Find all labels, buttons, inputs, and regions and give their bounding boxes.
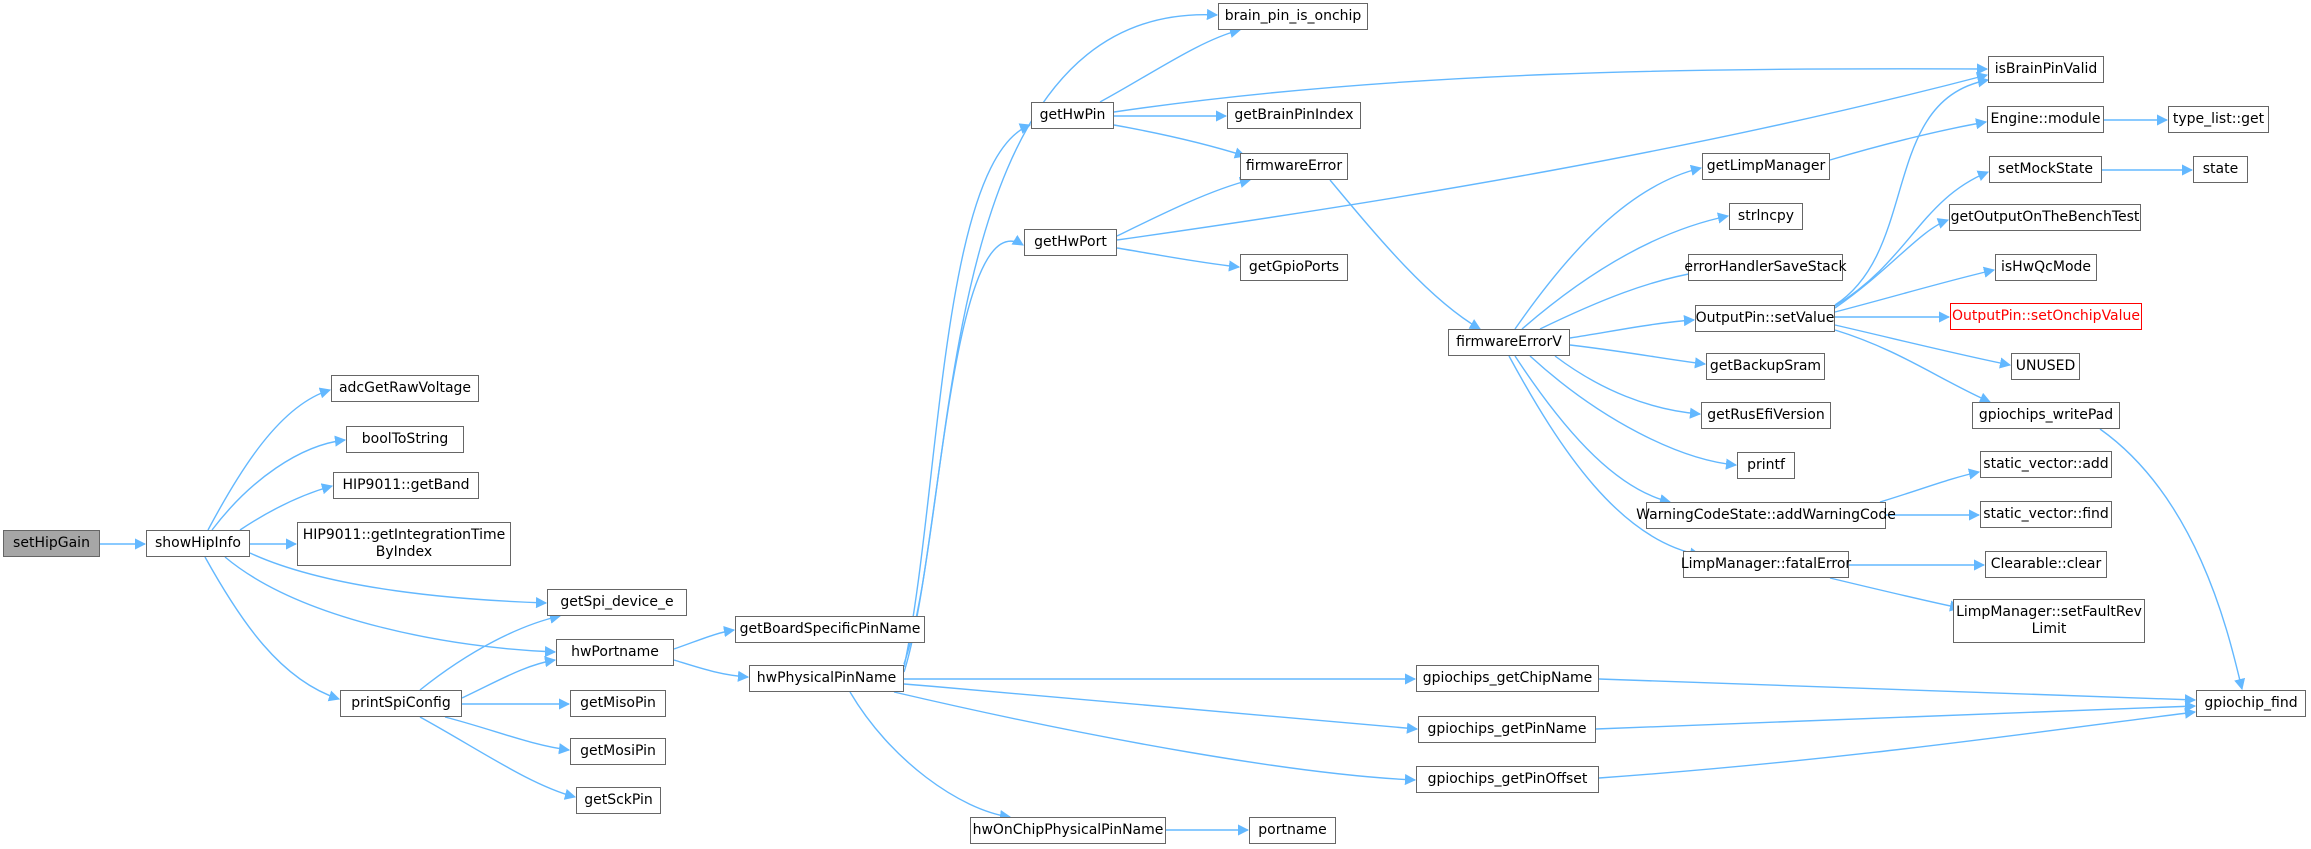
node-type_list-get[interactable]: type_list::get [2168,106,2269,133]
node-gpiochips_writePad[interactable]: gpiochips_writePad [1972,402,2120,429]
node-isHwQcMode[interactable]: isHwQcMode [1995,254,2097,281]
node-gpiochips_getChipName[interactable]: gpiochips_getChipName [1416,665,1599,692]
edge-addWarningCode-static_vector_add [1879,468,1981,503]
node-Clearable-clear[interactable]: Clearable::clear [1985,551,2107,578]
node-state[interactable]: state [2193,156,2248,183]
edge-hwPortname-getBoardSpecificPinName [673,626,736,650]
node-getMisoPin[interactable]: getMisoPin [570,690,666,717]
node-firmwareError[interactable]: firmwareError [1240,153,1348,180]
edge-hwPhysicalPinName-getHwPin [903,123,1032,668]
node-printSpiConfig[interactable]: printSpiConfig [340,690,462,717]
edge-firmwareError-firmwareErrorV [1329,179,1481,330]
edge-getHwPin-firmwareError [1113,124,1247,159]
node-firmwareErrorV[interactable]: firmwareErrorV [1448,329,1570,356]
node-adcGetRawVoltage[interactable]: adcGetRawVoltage [331,375,479,402]
edge-getHwPort-isBrainPinValid [1116,72,1989,241]
node-HIP9011-getBand[interactable]: HIP9011::getBand [333,472,479,499]
node-gpiochips_getPinName[interactable]: gpiochips_getPinName [1418,716,1596,743]
node-setMockState[interactable]: setMockState [1989,156,2102,183]
edge-hwPhysicalPinName-getHwPort [903,234,1024,673]
node-LimpManager-setFaultRevLimit[interactable]: LimpManager::setFaultRev Limit [1953,599,2145,643]
edge-OutputPin_setValue-isBrainPinValid [1834,76,1990,306]
node-HIP9011-getIntegrationTimeByIndex[interactable]: HIP9011::getIntegrationTime ByIndex [297,522,511,566]
edge-printSpiConfig-getMosiPin [444,716,571,755]
node-setHipGain: setHipGain [3,530,100,557]
node-hwPortname[interactable]: hwPortname [556,639,674,666]
node-portname[interactable]: portname [1249,817,1336,844]
edge-getPinOffset-gpiochip_find [1598,707,2197,779]
edge-firmwareErrorV-LimpManager_fatalError [1508,355,1702,559]
edge-showHipInfo-boolToString [211,435,347,531]
node-boolToString[interactable]: boolToString [346,426,464,453]
edge-firmwareErrorV-errorHandlerSaveStack [1539,268,1702,330]
edge-firmwareErrorV-addWarningCode [1514,355,1672,506]
edge-getHwPin-isBrainPinValid [1113,63,1989,113]
edge-getLimpManager-Engine_module [1829,118,1988,161]
node-OutputPin-setOnchipValue[interactable]: OutputPin::setOnchipValue [1950,303,2142,330]
node-getOutputOnTheBenchTest[interactable]: getOutputOnTheBenchTest [1949,204,2141,231]
edge-OutputPin_setValue-isHwQcMode [1834,266,1996,313]
edge-hwPhysicalPinName-gpiochips_getPinOffset [893,691,1417,786]
node-getHwPort[interactable]: getHwPort [1024,229,1117,256]
edge-printSpiConfig-hwPortname [461,656,557,699]
node-gpiochips_getPinOffset[interactable]: gpiochips_getPinOffset [1416,766,1599,793]
edge-OutputPin_setValue-setMockState [1834,170,1990,307]
edge-hwPhysicalPinName-hwOnChipPhysicalPinName [849,691,1012,822]
node-strlncpy[interactable]: strlncpy [1729,203,1803,230]
edge-showHipInfo-adcGetRawVoltage [207,387,332,531]
edge-getHwPort-getGpioPorts [1116,247,1241,272]
node-getBoardSpecificPinName[interactable]: getBoardSpecificPinName [735,616,925,643]
node-getSpi_device_e[interactable]: getSpi_device_e [547,589,687,616]
node-WarningCodeState-addWarningCode[interactable]: WarningCodeState::addWarningCode [1636,502,1896,529]
edge-OutputPin_setValue-UNUSED [1834,324,2012,369]
node-getRusEfiVersion[interactable]: getRusEfiVersion [1701,402,1831,429]
edge-getChipName-gpiochip_find [1598,678,2197,706]
edge-getHwPort-firmwareError [1116,177,1252,237]
edge-OutputPin_setValue-getOutputOnTheBenchTest [1834,218,1950,309]
node-hwPhysicalPinName[interactable]: hwPhysicalPinName [749,665,904,692]
edge-showHipInfo-hwPortname [224,556,557,658]
node-getMosiPin[interactable]: getMosiPin [570,738,666,765]
node-getHwPin[interactable]: getHwPin [1031,102,1114,129]
edge-fatalError-setFaultRevLimit [1829,577,1962,612]
node-showHipInfo[interactable]: showHipInfo [146,530,250,557]
node-getSckPin[interactable]: getSckPin [576,787,661,814]
edge-getHwPin-brain_pin_is_onchip [1099,27,1242,103]
node-getLimpManager[interactable]: getLimpManager [1702,153,1830,180]
node-static_vector-find[interactable]: static_vector::find [1980,501,2112,528]
edge-firmwareErrorV-strlncpy [1521,212,1730,330]
node-getBackupSram[interactable]: getBackupSram [1706,353,1825,380]
node-getBrainPinIndex[interactable]: getBrainPinIndex [1227,102,1361,129]
edge-OutputPin_setValue-gpiochips_writePad [1834,329,1992,404]
node-hwOnChipPhysicalPinName[interactable]: hwOnChipPhysicalPinName [970,817,1166,844]
node-LimpManager-fatalError[interactable]: LimpManager::fatalError [1681,551,1851,578]
edge-showHipInfo-printSpiConfig [204,556,341,702]
edge-firmwareErrorV-getBackupSram [1569,344,1707,369]
edge-hwPortname-hwPhysicalPinName [673,659,750,682]
node-static_vector-add[interactable]: static_vector::add [1980,451,2112,478]
edge-firmwareErrorV-getLimpManager [1514,164,1703,330]
node-getGpioPorts[interactable]: getGpioPorts [1240,254,1348,281]
edge-firmwareErrorV-printf [1529,355,1738,470]
node-UNUSED[interactable]: UNUSED [2011,353,2080,380]
node-gpiochip_find[interactable]: gpiochip_find [2196,690,2306,717]
node-brain_pin_is_onchip[interactable]: brain_pin_is_onchip [1218,3,1368,30]
edge-firmwareErrorV-getRusEfiVersion [1554,355,1702,419]
edge-hwPhysicalPinName-brain_pin_is_onchip [903,8,1219,665]
node-printf[interactable]: printf [1737,452,1795,479]
edge-showHipInfo-HIP9011_getBand [239,483,334,531]
edge-printSpiConfig-getSpi_device_e [419,612,562,691]
edge-firmwareErrorV-OutputPin_setValue [1569,315,1696,339]
edge-showHipInfo-getSpi_device_e [249,552,548,609]
edge-getPinName-gpiochip_find [1595,700,2197,730]
edge-gpiochips_writePad-gpiochip_find [2099,428,2246,691]
node-errorHandlerSaveStack[interactable]: errorHandlerSaveStack [1684,254,1847,281]
node-OutputPin-setValue[interactable]: OutputPin::setValue [1695,305,1835,332]
node-isBrainPinValid[interactable]: isBrainPinValid [1988,56,2104,83]
edge-hwPhysicalPinName-gpiochips_getPinName [903,683,1419,734]
edge-printSpiConfig-getSckPin [419,716,577,800]
node-Engine-module[interactable]: Engine::module [1987,106,2104,133]
